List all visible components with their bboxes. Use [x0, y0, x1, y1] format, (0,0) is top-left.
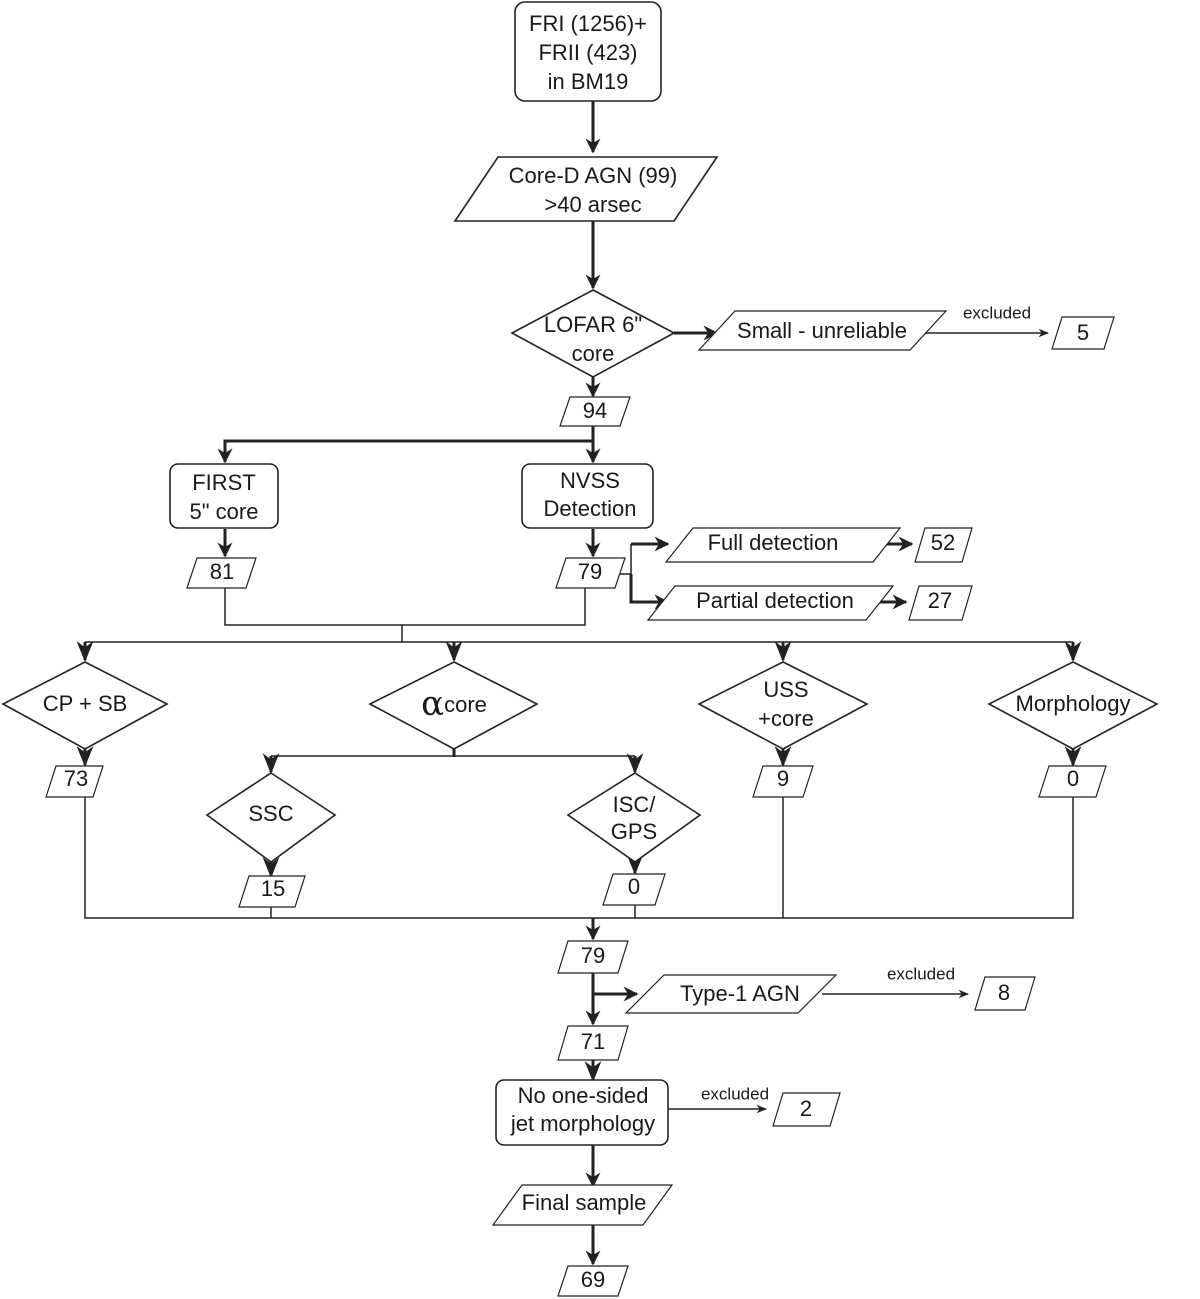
node-count-79-merged: 79 — [557, 940, 629, 974]
node-count-9: 9 — [752, 765, 814, 798]
node-isc-gps: ISC/ GPS — [566, 772, 702, 863]
svg-text:Final sample: Final sample — [522, 1190, 647, 1215]
node-count-0-isc: 0 — [602, 873, 666, 906]
svg-text:Morphology: Morphology — [1016, 691, 1131, 716]
merge-first-nvss — [224, 588, 586, 626]
node-start: FRI (1256)+ FRII (423) in BM19 — [514, 1, 662, 102]
svg-text:52: 52 — [931, 530, 955, 555]
svg-text:0: 0 — [1067, 766, 1079, 791]
connectors — [76, 101, 1082, 1266]
node-final-sample: Final sample — [491, 1184, 674, 1226]
svg-text:ISC/: ISC/ — [613, 792, 657, 817]
node-ssc: SSC — [205, 772, 337, 863]
node-partial-detection: Partial detection — [646, 585, 895, 621]
node-core-d-agn: Core-D AGN (99) >40 arsec — [453, 156, 719, 222]
svg-text:81: 81 — [210, 559, 234, 584]
svg-text:2: 2 — [800, 1096, 812, 1121]
node-cp-sb: CP + SB — [1, 661, 169, 750]
svg-text:5: 5 — [1077, 320, 1089, 345]
svg-text:Type-1 AGN: Type-1 AGN — [680, 981, 800, 1006]
svg-text:No one-sided: No one-sided — [518, 1083, 649, 1108]
svg-text:jet morphology: jet morphology — [510, 1111, 655, 1136]
node-no-one-sided-jet: No one-sided jet morphology — [495, 1079, 669, 1146]
svg-text:Full detection: Full detection — [708, 530, 839, 555]
svg-text:+core: +core — [758, 706, 814, 731]
svg-text:in BM19: in BM19 — [548, 69, 629, 94]
node-first: FIRST 5" core — [169, 463, 279, 529]
node-count-81: 81 — [186, 557, 257, 589]
svg-text:αcore: αcore — [421, 684, 487, 724]
edge-label-excluded: excluded — [963, 303, 1031, 322]
svg-text:GPS: GPS — [611, 819, 657, 844]
node-count-73: 73 — [45, 765, 104, 798]
svg-text:69: 69 — [581, 1267, 605, 1292]
svg-text:>40 arsec: >40 arsec — [544, 192, 641, 217]
arrow-79-to-partial — [629, 574, 670, 610]
node-type1-agn: Type-1 AGN — [624, 974, 838, 1014]
svg-text:8: 8 — [998, 980, 1010, 1005]
node-uss-core: USS +core — [697, 661, 869, 750]
node-full-detection: Full detection — [664, 527, 902, 563]
svg-text:71: 71 — [581, 1029, 605, 1054]
svg-text:73: 73 — [64, 766, 88, 791]
svg-text:9: 9 — [777, 766, 789, 791]
node-count-0-morphology: 0 — [1038, 765, 1107, 798]
bus-merge-bottom — [84, 797, 1074, 919]
edge-label-excluded: excluded — [887, 964, 955, 983]
svg-text:Partial detection: Partial detection — [696, 588, 854, 613]
svg-text:CP + SB: CP + SB — [43, 691, 128, 716]
node-excluded-count-5: 5 — [1051, 316, 1115, 350]
node-count-94: 94 — [559, 396, 631, 427]
svg-text:94: 94 — [583, 398, 607, 423]
svg-text:Detection: Detection — [544, 496, 637, 521]
svg-text:Core-D AGN (99): Core-D AGN (99) — [509, 163, 678, 188]
node-lofar-core: LOFAR 6" core — [510, 289, 676, 378]
node-alpha-core: αcore — [368, 661, 539, 750]
node-morphology: Morphology — [987, 661, 1159, 750]
svg-text:core: core — [572, 341, 615, 366]
node-count-2: 2 — [772, 1092, 841, 1127]
svg-text:LOFAR 6": LOFAR 6" — [544, 312, 642, 337]
node-count-27: 27 — [908, 585, 973, 621]
svg-text:79: 79 — [578, 559, 602, 584]
svg-text:USS: USS — [763, 677, 808, 702]
alpha-symbol: α — [421, 684, 444, 724]
node-count-79-nvss: 79 — [555, 557, 626, 589]
node-count-52: Full detection 52 — [914, 527, 973, 563]
svg-text:15: 15 — [261, 876, 285, 901]
node-nvss: NVSS Detection — [521, 463, 654, 529]
svg-text:FRII (423): FRII (423) — [538, 40, 637, 65]
node-count-15: 15 — [238, 875, 306, 908]
node-count-71: 71 — [557, 1025, 629, 1061]
node-small-unreliable: Small - unreliable — [697, 310, 948, 351]
svg-text:FIRST: FIRST — [192, 470, 256, 495]
svg-text:FRI (1256)+: FRI (1256)+ — [529, 11, 647, 36]
svg-text:NVSS: NVSS — [560, 468, 620, 493]
edge-label-excluded: excluded — [701, 1084, 769, 1103]
arrow-94-to-first — [217, 439, 593, 464]
svg-text:27: 27 — [928, 588, 952, 613]
svg-text:5" core: 5" core — [190, 499, 259, 524]
svg-text:Small - unreliable: Small - unreliable — [737, 318, 907, 343]
node-count-69: 69 — [557, 1265, 629, 1297]
node-count-8: 8 — [974, 976, 1036, 1011]
svg-text:SSC: SSC — [248, 801, 293, 826]
svg-text:0: 0 — [628, 874, 640, 899]
svg-text:79: 79 — [581, 943, 605, 968]
